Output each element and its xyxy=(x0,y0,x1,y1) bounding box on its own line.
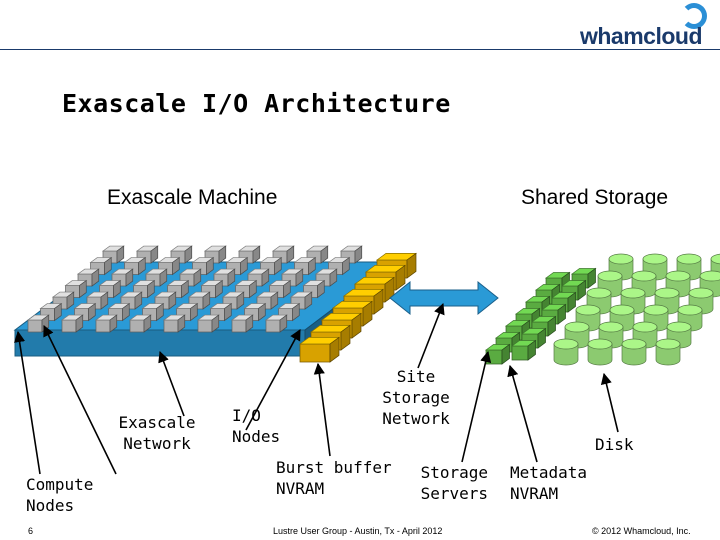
label-exascale-network: Exascale Network xyxy=(118,413,196,453)
compute-node xyxy=(73,302,97,322)
compute-node xyxy=(191,256,215,276)
compute-node xyxy=(246,268,270,287)
label-burst-buffer: Burst buffer NVRAM xyxy=(276,458,392,498)
compute-node xyxy=(178,268,202,287)
header-divider xyxy=(0,49,720,50)
compute-node xyxy=(255,291,279,310)
metadata-pointer xyxy=(507,364,538,463)
compute-node xyxy=(85,291,109,310)
compute-node xyxy=(153,291,177,310)
disk-pointer xyxy=(600,372,619,433)
compute-node-grid xyxy=(26,245,363,333)
compute-nodes-pointer xyxy=(14,330,41,475)
disk-cylinder xyxy=(621,338,647,366)
section-title-shared-storage: Shared Storage xyxy=(521,186,669,209)
compute-node xyxy=(230,314,254,333)
burst-buffer-pointer xyxy=(313,362,331,457)
page-number: 6 xyxy=(28,526,34,536)
storage-server xyxy=(484,343,511,365)
compute-node xyxy=(162,314,186,333)
compute-node xyxy=(60,314,84,333)
section-title-exascale-machine: Exascale Machine xyxy=(107,186,278,209)
compute-node xyxy=(110,268,134,287)
footer-copyright: © 2012 Whamcloud, Inc. xyxy=(592,526,691,536)
io-node-stack xyxy=(298,252,418,363)
io-nodes-pointer xyxy=(245,329,301,431)
disk-cylinder xyxy=(587,338,613,366)
compute-node xyxy=(141,302,165,322)
label-metadata-nvram: Metadata NVRAM xyxy=(510,463,588,503)
compute-node xyxy=(101,245,125,264)
slide-title: Exascale I/O Architecture xyxy=(62,89,451,118)
disk-cylinder xyxy=(642,253,668,281)
compute-node xyxy=(196,314,220,333)
site-network-pointer xyxy=(417,302,445,369)
label-storage-servers: Storage Servers xyxy=(420,463,488,503)
compute-node xyxy=(169,245,193,264)
site-storage-network-arrow xyxy=(389,280,499,316)
compute-node xyxy=(264,314,288,333)
disk-cylinder xyxy=(655,338,681,366)
exascale-network-pointer xyxy=(158,350,185,417)
label-disk: Disk xyxy=(595,435,634,454)
compute-node xyxy=(51,291,75,310)
company-logo: whamcloud xyxy=(579,23,703,49)
disk-cylinder xyxy=(553,338,579,366)
label-io-nodes: I/O Nodes xyxy=(232,406,281,446)
compute-node xyxy=(128,314,152,333)
disk-cylinder xyxy=(677,304,703,332)
label-site-storage-network: Site Storage Network xyxy=(382,367,450,428)
footer-event: Lustre User Group - Austin, Tx - April 2… xyxy=(273,526,443,536)
label-compute-nodes: Compute Nodes xyxy=(26,475,94,515)
compute-node xyxy=(243,302,267,322)
compute-node xyxy=(39,302,63,322)
disk-array xyxy=(553,253,720,366)
compute-node xyxy=(212,268,236,287)
compute-node xyxy=(94,314,118,333)
io-node xyxy=(298,336,341,363)
compute-node xyxy=(305,245,329,264)
storage-server xyxy=(510,339,537,361)
storage-server-stack xyxy=(484,267,597,365)
logo-ring-icon xyxy=(681,3,707,29)
storage-servers-pointer xyxy=(461,350,492,463)
compute-nodes-pointer-2 xyxy=(43,324,117,475)
